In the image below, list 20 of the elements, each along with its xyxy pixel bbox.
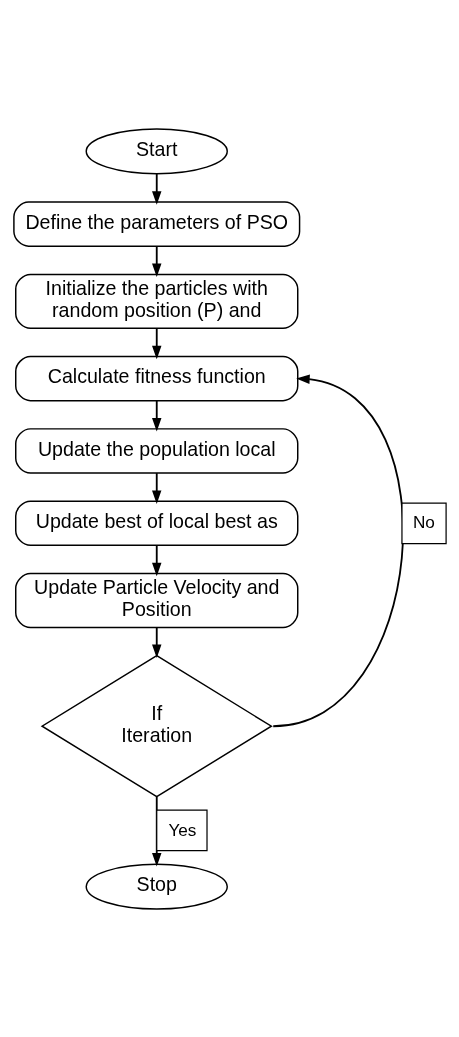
arrow — [271, 373, 404, 727]
arrow — [151, 795, 161, 867]
arrow — [151, 399, 161, 432]
arrow — [151, 172, 161, 205]
node-box: Initialize the particles with random position (P) and — [14, 273, 298, 329]
arrow — [151, 327, 161, 359]
node-box: Update best of local best as — [14, 500, 298, 546]
node-box: Update the population local — [14, 427, 298, 474]
node-box: Define the parameters of PSO — [12, 200, 300, 247]
arrow — [151, 471, 161, 504]
node-ellipse: Stop — [85, 863, 228, 910]
arrow — [151, 626, 161, 658]
node-ellipse: Start — [85, 127, 228, 174]
arrow — [151, 245, 161, 277]
node-diamond: If Iteration — [40, 654, 273, 798]
arrow — [151, 544, 161, 576]
node-box: Update Particle Velocity and Position — [14, 572, 298, 628]
edge-label: No — [412, 511, 435, 532]
edge-label: Yes — [167, 819, 196, 840]
node-box: Calculate fitness function — [14, 355, 298, 401]
